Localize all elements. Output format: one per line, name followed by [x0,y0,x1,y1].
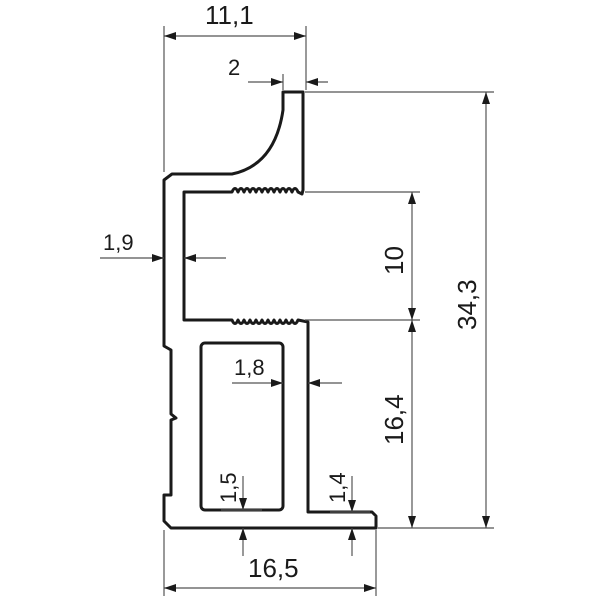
dim-label-slot-height: 10 [379,246,409,275]
arrow-head-icon [164,584,176,592]
arrow-head-icon [408,308,416,320]
arrow-head-icon [271,379,283,387]
arrow-head-icon [348,500,356,512]
arrow-head-icon [239,498,247,510]
arrow-head-icon [482,92,490,104]
dim-label-wall-thickness-left: 1,9 [103,230,134,255]
dim-label-bottom-wall-right: 1,4 [325,472,350,503]
arrow-head-icon [152,254,164,262]
arrow-head-icon [408,320,416,332]
dim-label-bottom-wall-left: 1,5 [216,472,241,503]
arrow-head-icon [408,516,416,528]
dimension-lines [100,26,494,596]
arrow-head-icon [348,528,356,540]
dim-label-lower-height: 16,4 [379,394,409,445]
arrow-head-icon [239,528,247,540]
arrow-head-icon [271,78,283,86]
arrow-head-icon [308,379,320,387]
dim-label-chamber-wall: 1,8 [234,355,265,380]
dimension-labels: 11,1 2 1,9 10 34,3 1,8 16,4 1,5 1,4 16,5 [103,0,482,583]
arrow-head-icon [306,78,318,86]
arrow-head-icon [294,32,306,40]
dim-label-base-width: 16,5 [248,553,299,583]
dim-label-overall-height: 34,3 [452,279,482,330]
arrow-head-icon [408,192,416,204]
dim-label-lip-thickness: 2 [228,55,240,80]
profile-outline [162,90,378,530]
arrow-head-icon [364,584,376,592]
arrow-head-icon [482,516,490,528]
arrow-heads [152,32,490,592]
dim-label-total-width-top: 11,1 [205,0,254,30]
profile-outer-contour [162,90,378,530]
arrow-head-icon [184,254,196,262]
arrow-head-icon [164,32,176,40]
